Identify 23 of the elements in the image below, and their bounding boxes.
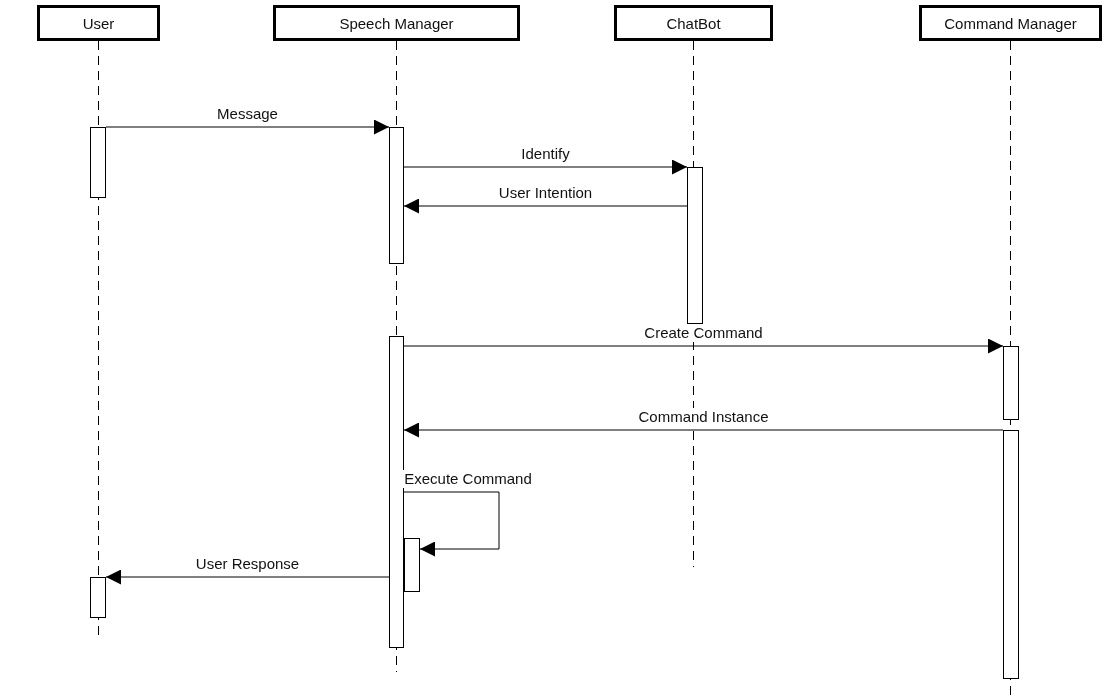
- activation-bar: [389, 127, 404, 264]
- participant-box: User: [37, 5, 160, 41]
- activation-bar: [1003, 346, 1019, 420]
- edge-label: Identify: [519, 145, 572, 163]
- message-arrow: [105, 569, 390, 585]
- activation-bar: [90, 577, 106, 618]
- activation-bar: [90, 127, 106, 198]
- message-arrow: [403, 198, 688, 214]
- activation-bar: [404, 538, 420, 592]
- message-arrow: [403, 422, 1004, 438]
- activation-bar: [687, 167, 703, 324]
- edge-label: Create Command: [642, 324, 765, 342]
- participant-box: Command Manager: [919, 5, 1102, 41]
- activation-bar: [389, 336, 404, 648]
- participant-box: Speech Manager: [273, 5, 520, 41]
- message-arrow: [403, 159, 688, 175]
- message-arrow: [403, 491, 500, 557]
- participant-box: ChatBot: [614, 5, 773, 41]
- edge-label: Command Instance: [636, 408, 771, 426]
- message-arrow: [105, 119, 390, 135]
- activation-bar: [1003, 430, 1019, 679]
- message-arrow: [403, 338, 1004, 354]
- edge-label: Execute Command: [402, 470, 534, 488]
